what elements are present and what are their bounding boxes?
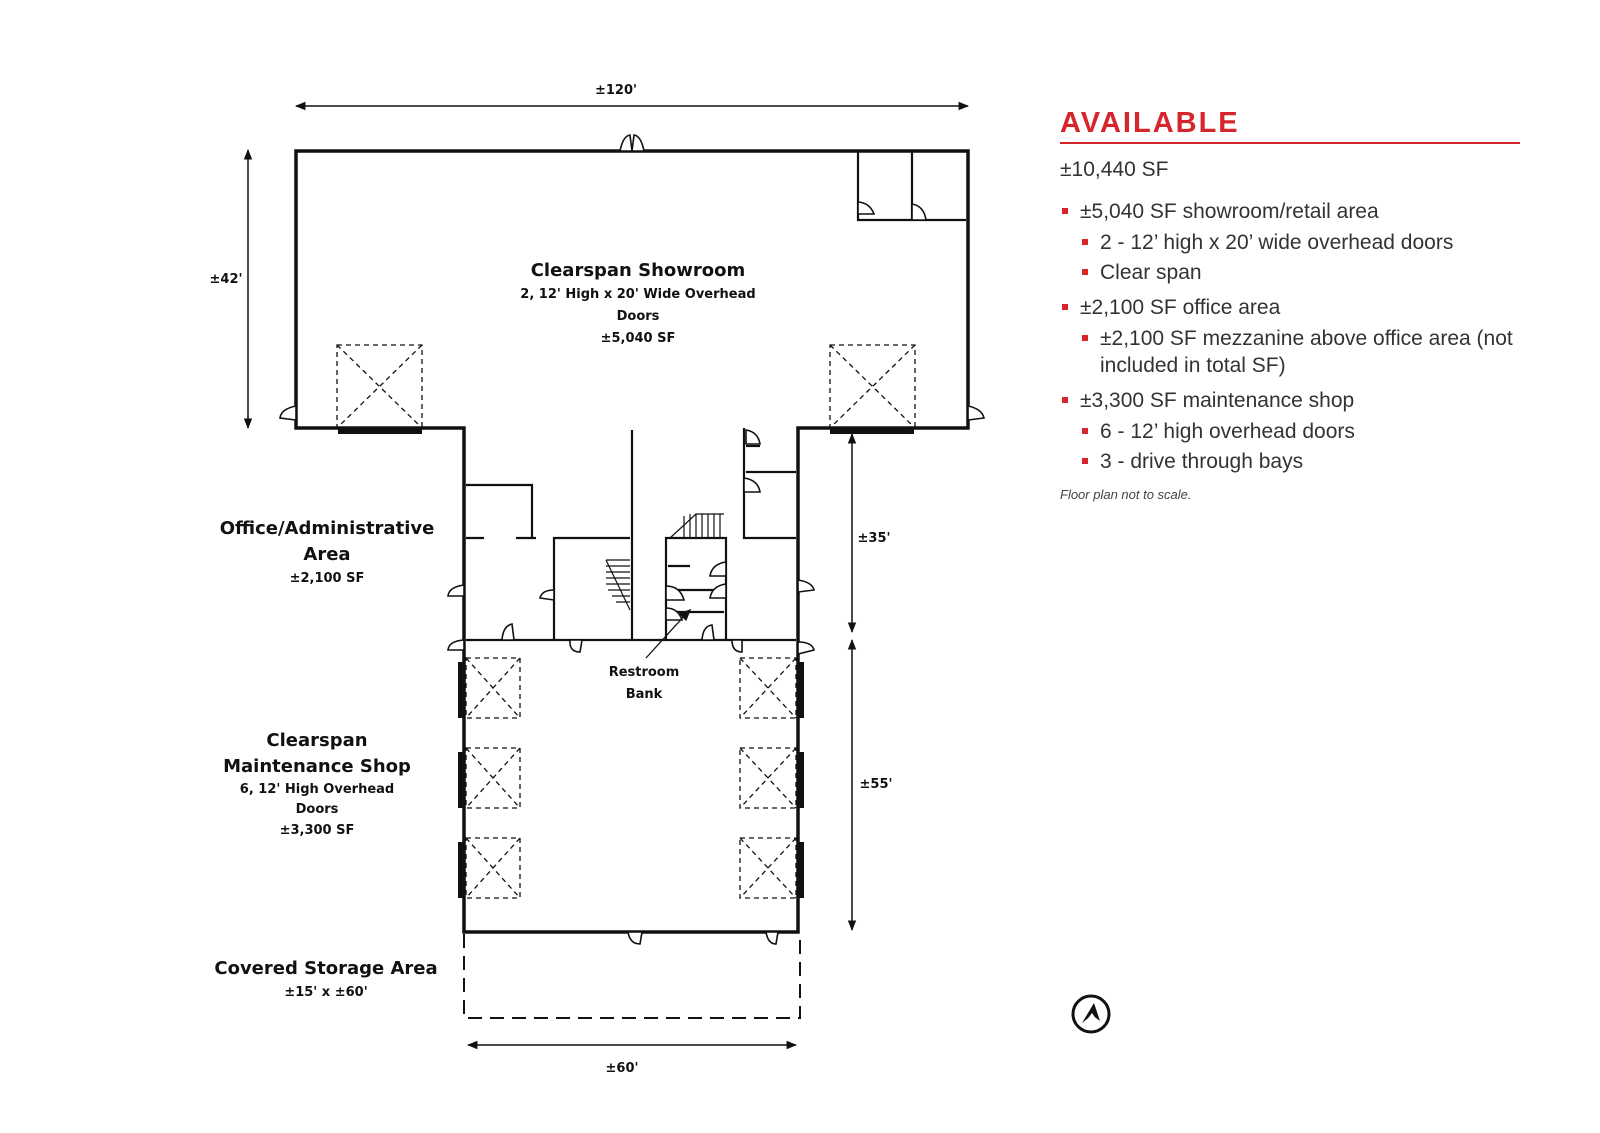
feature-sub-list: 2 - 12’ high x 20’ wide overhead doors C…	[1080, 229, 1520, 286]
dim-top-width: ±120'	[595, 83, 637, 98]
storage-title: Covered Storage Area	[214, 958, 437, 979]
door-swings	[279, 134, 985, 945]
dim-left-height: ±42'	[210, 272, 243, 287]
restroom-line1: Restroom	[609, 665, 680, 680]
shop-area: ±3,300 SF	[280, 823, 355, 838]
covered-storage-outline	[463, 934, 801, 1019]
showroom-line1: 2, 12' High x 20' Wide Overhead	[520, 287, 755, 302]
feature-sub-list: ±2,100 SF mezzanine above office area (n…	[1080, 325, 1520, 379]
door-clearance-boxes	[336, 344, 916, 899]
total-area: ±10,440 SF	[1060, 158, 1169, 181]
feature-shop: ±3,300 SF maintenance shop 6 - 12’ high …	[1060, 387, 1520, 475]
dim-bottom-width: ±60'	[606, 1061, 639, 1076]
floor-plan: ±120' ±42' ±35' ±55' ±60' Clearspan Show…	[210, 83, 985, 1076]
showroom-area: ±5,040 SF	[601, 331, 676, 346]
feature-sub-list: 6 - 12’ high overhead doors 3 - drive th…	[1080, 418, 1520, 475]
shop-title-line1: Clearspan	[266, 730, 367, 751]
feature-text: ±5,040 SF showroom/retail area	[1080, 200, 1379, 223]
shop-title-line2: Maintenance Shop	[223, 756, 411, 777]
showroom-line2: Doors	[617, 309, 660, 324]
shop-line1: 6, 12' High Overhead	[240, 782, 394, 797]
office-title-line1: Office/Administrative	[220, 518, 435, 539]
overhead-doors	[338, 428, 914, 898]
available-heading: AVAILABLE	[1060, 106, 1520, 144]
dim-right-upper: ±35'	[858, 531, 891, 546]
feature-sub-item: 2 - 12’ high x 20’ wide overhead doors	[1080, 229, 1520, 256]
dim-right-lower: ±55'	[860, 777, 893, 792]
feature-text: ±3,300 SF maintenance shop	[1080, 389, 1355, 412]
feature-office: ±2,100 SF office area ±2,100 SF mezzanin…	[1060, 294, 1520, 379]
office-area: ±2,100 SF	[290, 571, 365, 586]
feature-sub-item: ±2,100 SF mezzanine above office area (n…	[1080, 325, 1520, 379]
stairs	[605, 513, 724, 611]
feature-sub-item: Clear span	[1080, 259, 1520, 286]
restroom-leader	[645, 608, 692, 659]
feature-showroom: ±5,040 SF showroom/retail area 2 - 12’ h…	[1060, 198, 1520, 286]
storage-size: ±15' x ±60'	[284, 985, 367, 1000]
scale-note: Floor plan not to scale.	[1060, 487, 1192, 502]
dimension-lines	[243, 101, 970, 1050]
shop-line2: Doors	[296, 802, 339, 817]
office-title-line2: Area	[303, 544, 350, 565]
showroom-title: Clearspan Showroom	[531, 260, 746, 281]
feature-text: ±2,100 SF office area	[1080, 296, 1281, 319]
restroom-line2: Bank	[626, 687, 663, 702]
availability-panel: AVAILABLE ±10,440 SF ±5,040 SF showroom/…	[1060, 106, 1520, 502]
feature-sub-item: 6 - 12’ high overhead doors	[1080, 418, 1520, 445]
feature-sub-item: 3 - drive through bays	[1080, 448, 1520, 475]
feature-list: ±5,040 SF showroom/retail area 2 - 12’ h…	[1060, 198, 1520, 475]
north-arrow-icon	[1071, 994, 1111, 1034]
